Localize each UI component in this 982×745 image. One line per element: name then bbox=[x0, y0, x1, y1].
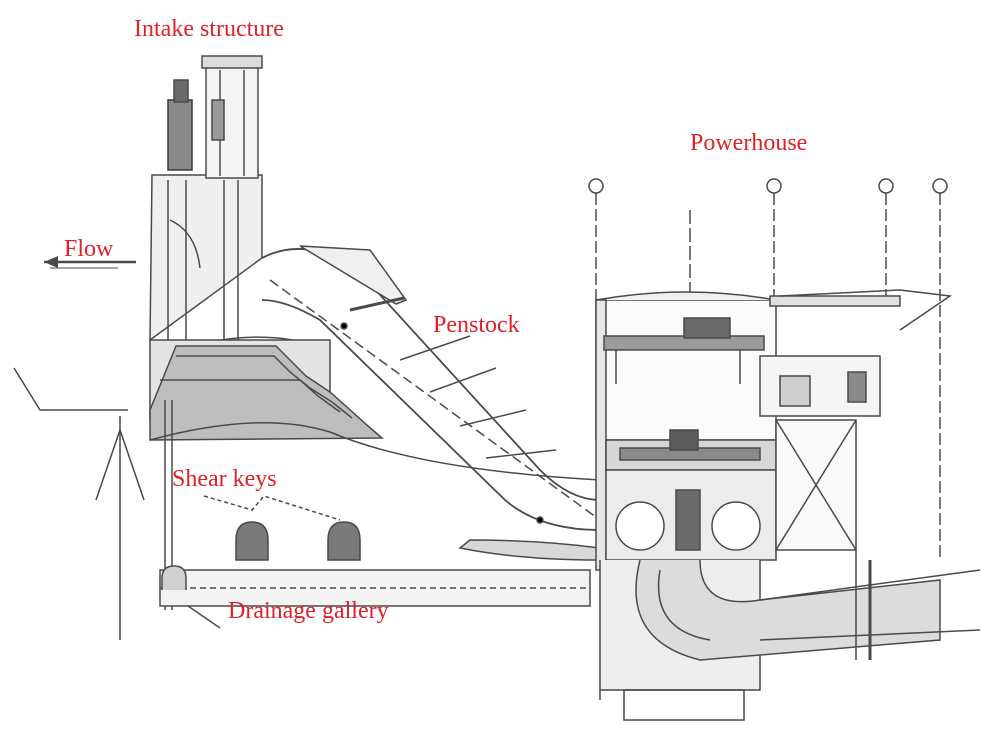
rock-profile bbox=[149, 421, 601, 481]
generator-floor bbox=[605, 419, 857, 561]
intake-tower bbox=[167, 55, 263, 179]
flow-arrow bbox=[44, 256, 136, 269]
flow-label: Flow bbox=[64, 236, 114, 262]
drainage-gallery bbox=[159, 400, 591, 629]
powerhouse-label: Powerhouse bbox=[690, 130, 808, 156]
shear-keys-label: Shear keys bbox=[172, 466, 277, 492]
powerhouse-axes bbox=[588, 178, 948, 640]
powerhouse-building bbox=[595, 289, 953, 571]
penstock-pipe bbox=[261, 245, 601, 561]
upstream-ground bbox=[13, 367, 145, 640]
shear-keys bbox=[203, 495, 361, 561]
intake-structure-label: Intake structure bbox=[134, 16, 284, 42]
draft-tube bbox=[599, 550, 981, 721]
penstock-label: Penstock bbox=[433, 312, 520, 338]
stepped-foundation bbox=[149, 345, 385, 441]
drainage-gallery-label: Drainage gallery bbox=[228, 598, 389, 624]
